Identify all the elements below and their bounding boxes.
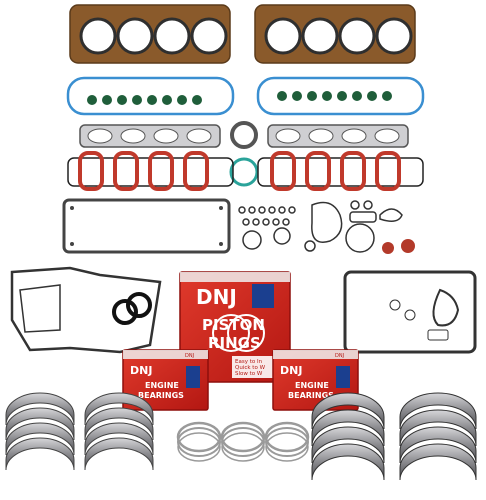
bearing-box-left: DNJ DNJ ENGINE BEARINGS [122,349,209,411]
rod-bearings-stack-1 [5,392,75,471]
bearing-box-right-brand: DNJ [280,364,302,377]
piston-ring-set-2 [220,421,266,462]
timing-cover-gasket [10,266,162,354]
bearing-box-left-line1: ENGINE [145,381,179,390]
piston-rings-box: DNJ PISTON RINGS Easy to In Quick to W S… [179,271,291,383]
bearing-box-left-brand: DNJ [130,364,152,377]
piston-ring-set-1 [176,421,222,462]
front-seal [112,299,138,325]
intake-gasket-left [67,151,234,191]
bearing-box-right-flag-icon [336,366,350,388]
piston-box-brand: DNJ [196,285,237,309]
rear-main-seal [230,121,258,149]
piston-box-tagline-3: Slow to W [235,371,263,377]
head-gasket-right [254,4,416,64]
main-bearings-stack-2 [399,392,477,481]
piston-box-tagline-2: Quick to W [235,365,266,371]
piston-box-line2: RINGS [208,334,261,352]
piston-box-line1: PISTON [202,316,265,334]
exhaust-gasket-right [267,124,409,148]
bearing-box-left-line2: BEARINGS [138,391,184,400]
center-o-ring [229,157,259,187]
small-seals-cluster [238,200,403,253]
bearing-box-left-side: DNJ [185,353,194,359]
bearing-box-right-line1: ENGINE [295,381,329,390]
exhaust-gasket-left [79,124,221,148]
piston-box-flag-icon [252,284,274,308]
bearing-box-left-flag-icon [186,366,200,388]
main-bearings-stack-1 [311,392,385,481]
rod-bearings-stack-2 [84,392,154,471]
oil-pan-gasket [343,270,477,354]
cam-seal-right [401,239,415,253]
bearing-box-right-side: DNJ [335,353,344,359]
cam-seal-left [382,242,394,254]
piston-box-tagline-1: Easy to In [235,359,263,365]
valley-cover-gasket [62,198,231,254]
valve-cover-gasket-left [66,76,235,116]
valve-cover-gasket-right [256,76,425,116]
intake-gasket-right [257,151,424,191]
bearing-box-right-line2: BEARINGS [288,391,334,400]
front-seal-2 [126,292,152,318]
head-gasket-left [69,4,231,64]
piston-ring-set-3 [264,421,310,462]
